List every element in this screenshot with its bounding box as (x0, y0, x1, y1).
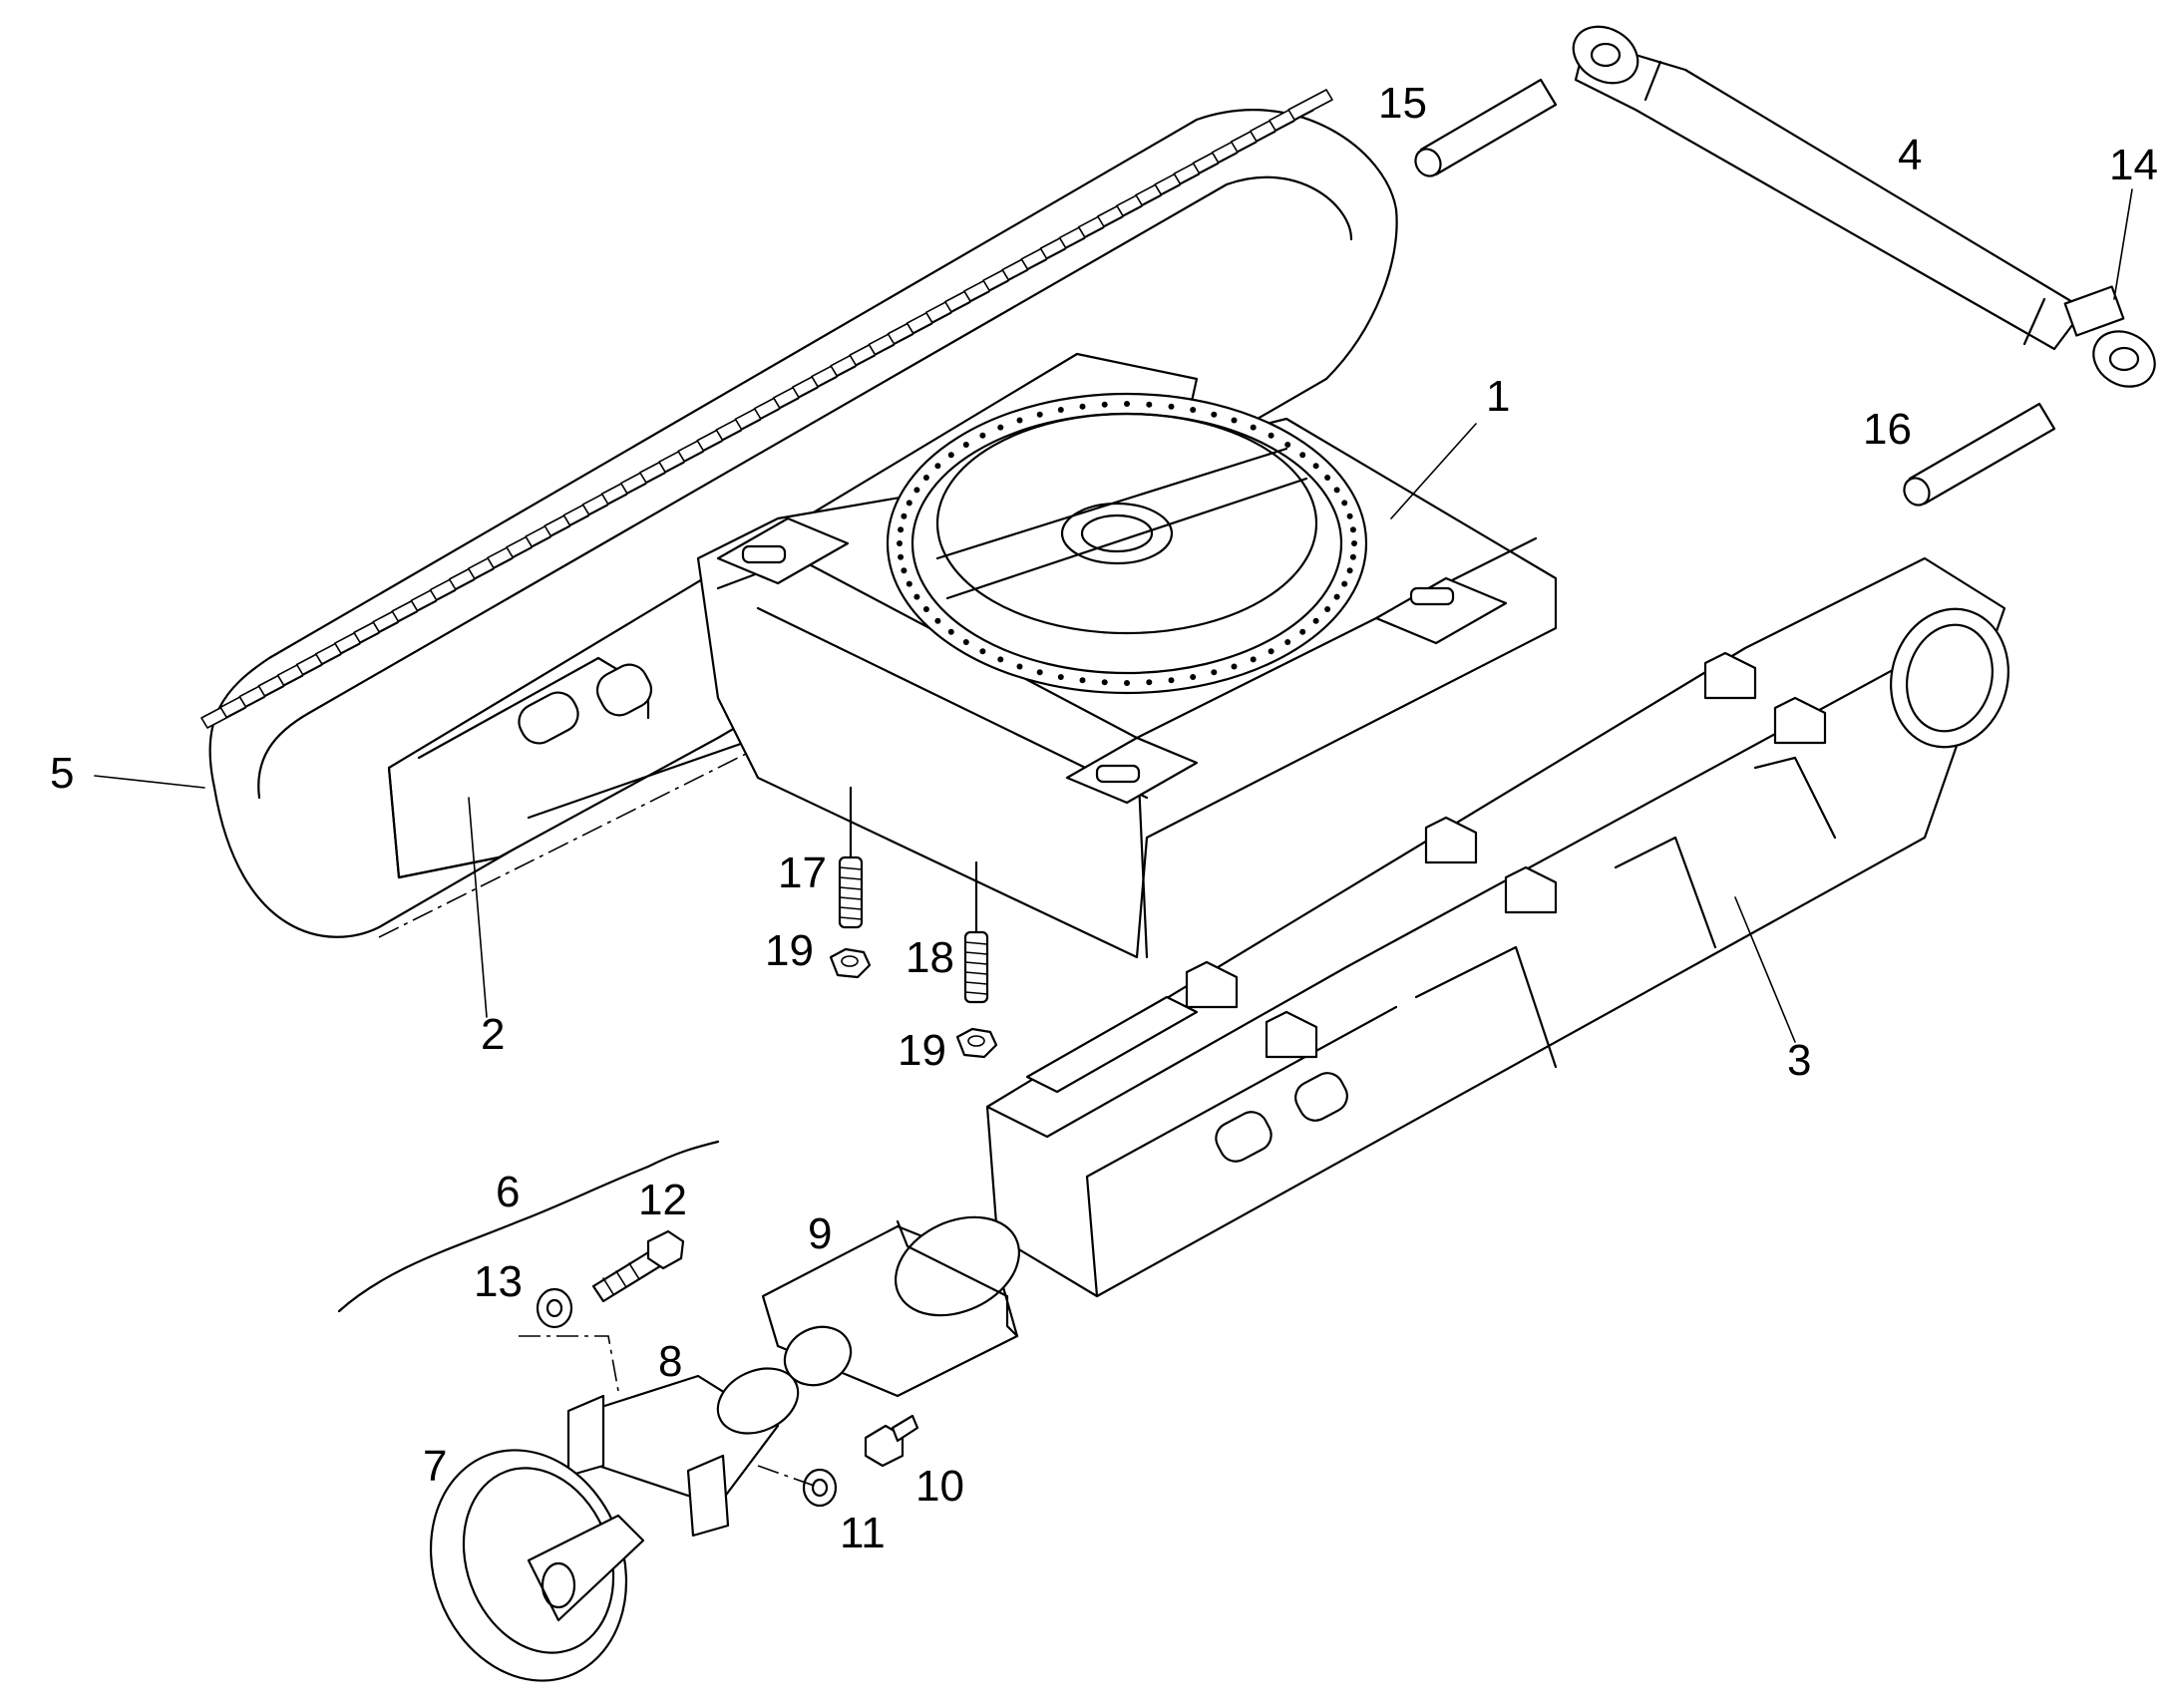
ring-bolt-hole (897, 540, 903, 546)
callout-18: 18 (906, 933, 954, 982)
ring-bolt-hole (1124, 680, 1130, 686)
ring-bolt-hole (1349, 553, 1356, 560)
ring-bolt-hole (997, 424, 1004, 431)
ring-bolt-hole (1101, 401, 1108, 408)
ring-bolt-hole (1079, 677, 1086, 684)
ring-bolt-hole (1284, 442, 1291, 448)
ring-bolt-hole (922, 606, 929, 612)
ring-bolt-hole (997, 656, 1004, 663)
ring-bolt-hole (1211, 411, 1218, 418)
ring-bolt-hole (1190, 674, 1197, 680)
ring-bolt-hole (922, 475, 929, 481)
callout-3: 3 (1787, 1036, 1811, 1085)
ring-bolt-hole (1057, 674, 1064, 680)
ring-bolt-hole (1324, 606, 1331, 612)
ring-bolt-hole (1250, 424, 1257, 431)
ring-bolt-hole (1346, 567, 1353, 574)
callout-12: 12 (638, 1176, 687, 1224)
ring-bolt-hole (1324, 475, 1331, 481)
ring-bolt-hole (1341, 500, 1348, 507)
right-side-frame (985, 556, 2009, 1298)
idler-assembly (337, 1140, 1021, 1682)
ring-bolt-hole (1346, 512, 1353, 519)
ring-bolt-hole (962, 442, 969, 448)
ring-bolt-hole (1333, 487, 1340, 494)
ring-bolt-hole (1341, 580, 1348, 587)
callout-6: 6 (496, 1168, 520, 1216)
callout-15: 15 (1378, 79, 1427, 128)
callout-19b: 19 (898, 1026, 946, 1075)
ring-bolt-hole (1057, 407, 1064, 413)
ring-bolt-hole (906, 580, 912, 587)
callout-4: 4 (1898, 131, 1922, 179)
ring-bolt-hole (934, 463, 941, 470)
pin-15 (1414, 78, 1558, 177)
callout-7: 7 (423, 1442, 447, 1491)
ring-bolt-hole (1168, 677, 1175, 684)
ring-bolt-hole (901, 567, 908, 574)
callout-numbers: 1 2 3 4 5 6 7 8 9 10 11 12 13 14 15 16 1… (50, 79, 2158, 1557)
callout-9: 9 (808, 1209, 832, 1258)
pin-16 (1903, 402, 2056, 507)
ring-bolt-hole (1268, 648, 1274, 655)
ring-bolt-hole (1016, 663, 1023, 670)
track-grouser (1287, 89, 1333, 121)
callout-8: 8 (658, 1337, 682, 1386)
center-frame (696, 392, 1558, 1059)
ring-bolt-hole (913, 487, 920, 494)
callout-19a: 19 (765, 926, 814, 975)
ring-bolt-hole (1349, 526, 1356, 533)
callout-11: 11 (840, 1509, 886, 1557)
ring-bolt-hole (1190, 407, 1197, 413)
track-adjuster-cylinder (1572, 25, 2156, 388)
ring-bolt-hole (898, 553, 905, 560)
leader-lines (94, 188, 2133, 1043)
callout-2: 2 (481, 1010, 505, 1059)
ring-bolt-hole (906, 500, 912, 507)
ring-bolt-hole (1168, 403, 1175, 410)
ring-bolt-hole (934, 617, 941, 624)
ring-bolt-hole (1124, 401, 1130, 407)
ring-bolt-hole (1036, 669, 1043, 676)
ring-bolt-hole (1268, 432, 1274, 439)
ring-bolt-hole (901, 512, 908, 519)
ring-bolt-hole (1146, 401, 1153, 408)
ring-bolt-hole (1231, 417, 1238, 424)
ring-bolt-hole (1211, 669, 1218, 676)
ring-bolt-hole (1351, 540, 1357, 546)
ring-bolt-hole (1299, 452, 1306, 459)
ring-bolt-hole (1036, 411, 1043, 418)
ring-bolt-hole (1299, 628, 1306, 635)
ring-bolt-hole (1312, 617, 1319, 624)
ring-bolt-hole (1016, 417, 1023, 424)
callout-14: 14 (2109, 141, 2158, 189)
ring-bolt-hole (979, 432, 986, 439)
ring-bolt-hole (898, 526, 905, 533)
ring-bolt-hole (1312, 463, 1319, 470)
ring-bolt-hole (1284, 639, 1291, 645)
callout-17: 17 (778, 849, 827, 897)
ring-bolt-hole (1101, 679, 1108, 686)
ring-bolt-hole (1231, 663, 1238, 670)
ring-bolt-hole (1079, 403, 1086, 410)
ring-bolt-hole (947, 628, 954, 635)
ring-bolt-hole (979, 648, 986, 655)
callout-16: 16 (1863, 405, 1912, 454)
ring-bolt-hole (962, 639, 969, 645)
ring-bolt-hole (1250, 656, 1257, 663)
callout-5: 5 (50, 749, 74, 798)
ring-bolt-hole (947, 452, 954, 459)
ring-bolt-hole (1146, 679, 1153, 686)
ring-bolt-hole (1333, 593, 1340, 600)
callout-10: 10 (915, 1462, 964, 1511)
callout-1: 1 (1486, 372, 1510, 421)
ring-bolt-hole (913, 593, 920, 600)
callout-13: 13 (474, 1257, 523, 1306)
